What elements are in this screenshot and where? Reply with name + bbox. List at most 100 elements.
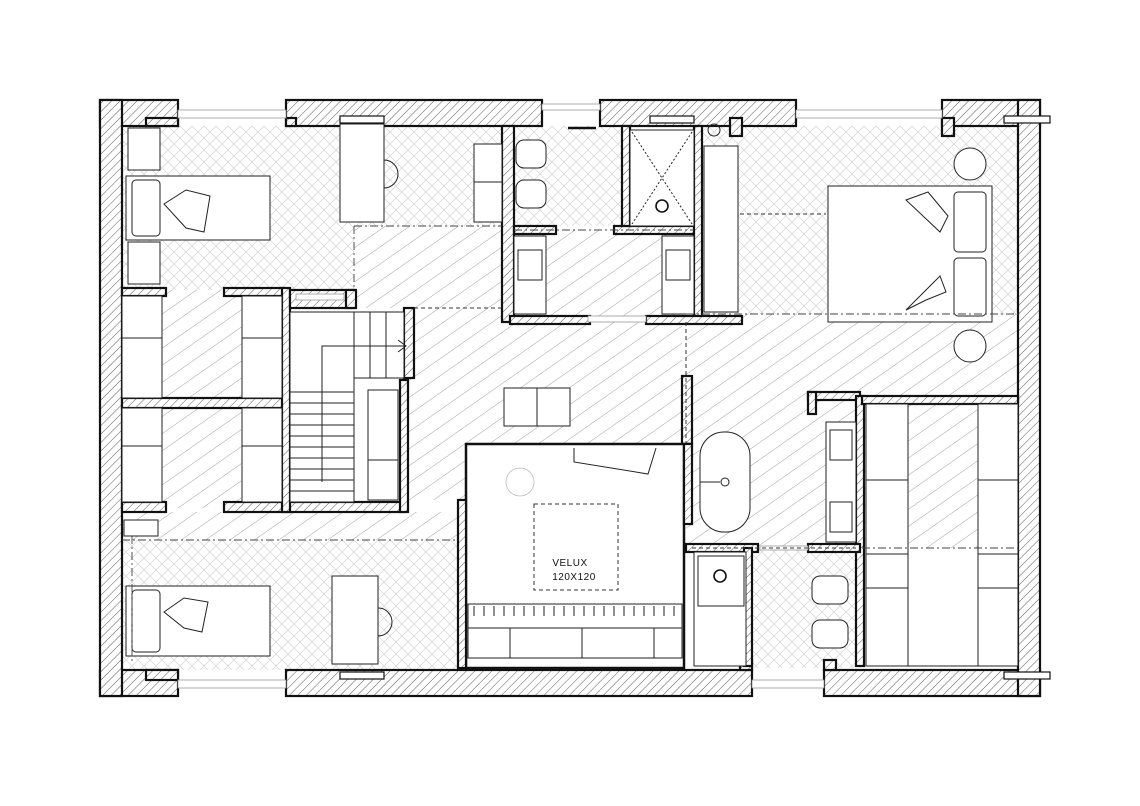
- wall-stair-e2: [398, 378, 410, 514]
- wall-shower-w: [620, 124, 632, 228]
- pillow-icon: [131, 179, 161, 237]
- pillow-icon: [131, 589, 161, 653]
- chair-icon: [377, 607, 393, 637]
- wall-closet-3: [120, 500, 168, 514]
- door-slide-icon: [295, 293, 345, 301]
- closet-upper-floor: [160, 290, 242, 402]
- bedsheet-fold-icon: [905, 275, 947, 311]
- bedroom-sw: [122, 519, 458, 665]
- sink-icon: [665, 249, 691, 281]
- closets-left: [121, 295, 283, 503]
- window-n-3: [795, 109, 943, 119]
- wall-stair-w: [280, 286, 292, 514]
- central-room: VELUX 120X120: [456, 442, 694, 670]
- wardrobe-icon: [241, 295, 283, 399]
- storage-bench-icon: [467, 627, 683, 659]
- wall-n-2: [284, 98, 544, 128]
- wall-n-jamb-1: [144, 116, 180, 128]
- wardrobe-icon: [703, 145, 739, 313]
- wall-e: [1016, 98, 1042, 698]
- side-table-icon: [953, 329, 987, 363]
- wall-stair-n2: [344, 288, 358, 310]
- hall: [414, 307, 571, 427]
- pillow-icon: [953, 191, 987, 253]
- bidet-icon: [811, 619, 849, 649]
- shower-drain-icon: [655, 199, 669, 213]
- wall-wc-e: [692, 124, 704, 324]
- master-bedroom: [685, 145, 1018, 444]
- bathroom-se-floor: [752, 548, 856, 668]
- staircase: [289, 311, 407, 503]
- wardrobe-icon: [977, 403, 1019, 555]
- shower-drain-icon: [713, 569, 727, 583]
- bath-drain-icon: [720, 477, 730, 487]
- wall-n-jamb-2: [284, 116, 298, 128]
- bench-slats: [473, 606, 675, 616]
- bedroom-nw: [125, 123, 503, 301]
- sink-icon: [517, 249, 543, 281]
- windows: [177, 103, 1051, 689]
- toilet-icon: [515, 139, 547, 169]
- wardrobe-icon: [121, 295, 163, 399]
- sill-s-1: [339, 671, 385, 680]
- corridor-north-floor: [354, 226, 502, 308]
- window-s-2: [751, 679, 825, 689]
- sill-n-1: [339, 115, 385, 124]
- wall-closet-2: [222, 286, 286, 298]
- wall-closet-mid: [120, 396, 290, 410]
- wall-central-w: [456, 498, 468, 670]
- master-bath: [686, 421, 857, 667]
- skylight-label-line1: VELUX: [552, 558, 587, 569]
- door-slide-icon: [587, 315, 647, 323]
- walk-in-closet: [862, 403, 1019, 667]
- sill-s-2: [1003, 671, 1051, 680]
- bidet-icon: [515, 179, 547, 209]
- wall-n-jamb-4: [940, 116, 956, 138]
- wall-wc-w: [500, 124, 516, 324]
- shelf-icon: [473, 143, 503, 223]
- wardrobe-icon: [241, 407, 283, 503]
- wall-vanity-s2: [644, 314, 744, 326]
- wall-stair-e: [402, 306, 416, 380]
- nightstand-icon: [127, 241, 161, 285]
- wardrobe-icon: [977, 553, 1019, 667]
- closet-aisle: [907, 403, 979, 667]
- stair-landing-icon: [353, 311, 405, 379]
- bedsheet-fold-icon: [163, 189, 211, 233]
- lamp-icon: [505, 467, 535, 497]
- stair-arrow-icon: [397, 339, 407, 353]
- toilet-icon: [811, 575, 849, 605]
- wall-mb-n2: [806, 390, 818, 416]
- wall-closet-w: [854, 394, 866, 668]
- side-table-icon: [953, 147, 987, 181]
- skylight-label-line2: 120X120: [552, 572, 596, 583]
- bench-cushion-icon: [467, 603, 683, 629]
- desk-icon: [339, 123, 385, 223]
- wardrobe-icon: [121, 407, 163, 503]
- wall-closet-4: [222, 500, 406, 514]
- column-ne-1: [707, 123, 721, 137]
- wall-central-e: [682, 442, 694, 526]
- pillow-icon: [953, 257, 987, 317]
- stair-direction-line: [321, 345, 404, 482]
- wall-n-jamb-3: [728, 116, 744, 138]
- wall-s-jamb-3: [822, 658, 838, 672]
- bedsheet-fold-icon: [905, 191, 949, 233]
- wall-w: [98, 98, 124, 698]
- wall-master-bath-w: [680, 374, 694, 446]
- shelf-icon: [123, 519, 159, 537]
- closet-lower-floor: [160, 404, 242, 508]
- window-n-1: [177, 109, 287, 119]
- shelf-icon: [367, 389, 399, 501]
- sill-n-3: [1003, 115, 1051, 124]
- wardrobe-icon: [865, 403, 909, 555]
- sink-icon: [829, 501, 853, 533]
- roof-line: [573, 447, 657, 475]
- bathroom-north: [513, 126, 695, 323]
- wall-vanity-s1: [508, 314, 592, 326]
- skylight-outline: [533, 503, 619, 591]
- bedroom-sw-entry-floor: [122, 512, 458, 540]
- sink-icon: [829, 429, 853, 461]
- shower-tray-icon: [697, 555, 745, 607]
